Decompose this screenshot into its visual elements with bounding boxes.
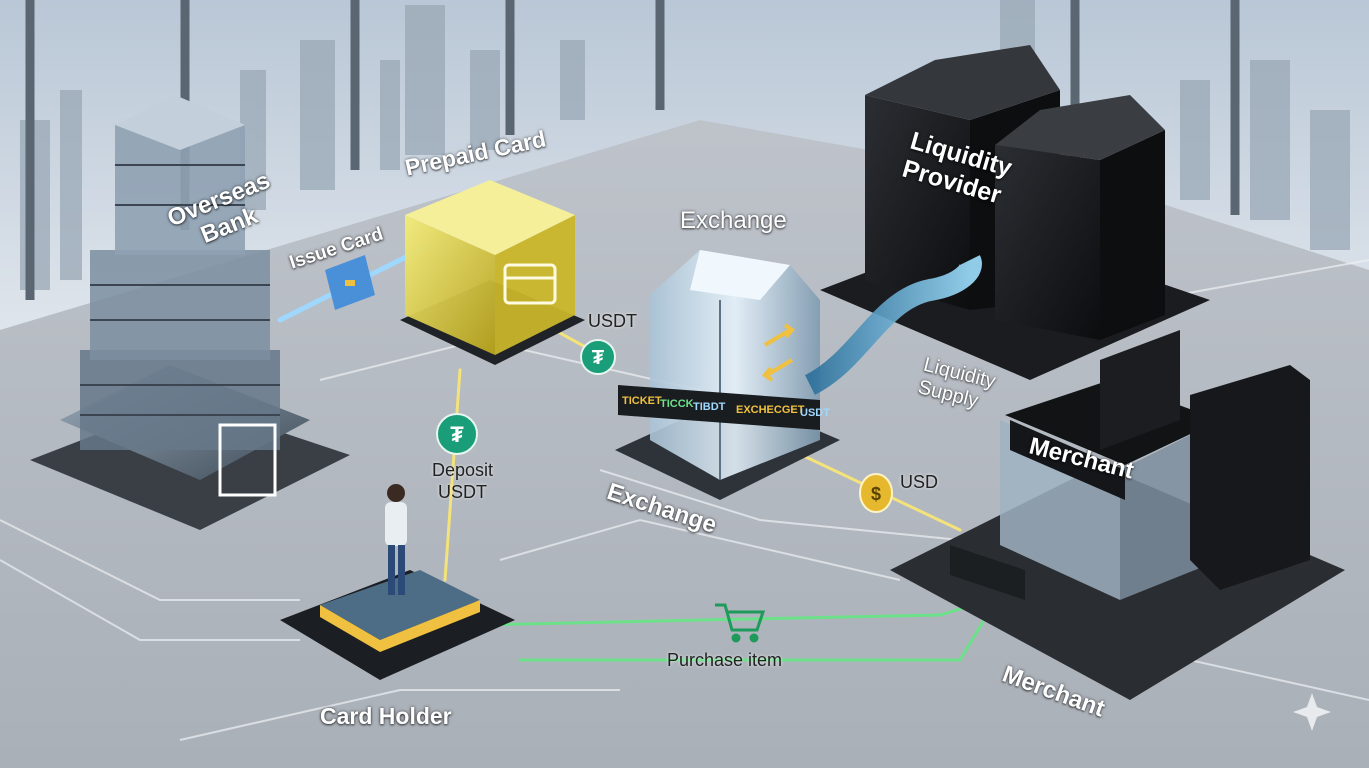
svg-text:₮: ₮ [450, 422, 464, 447]
usd-label: USD [900, 472, 938, 493]
deposit-usdt-line1: Deposit [432, 460, 493, 482]
ticker-item: USDT [800, 407, 830, 419]
svg-text:₮: ₮ [592, 347, 604, 369]
svg-text:$: $ [871, 484, 881, 504]
ticker-item: EXCHECGET [736, 404, 805, 416]
usd-coin-icon: $ [860, 474, 892, 512]
deposit-usdt-label: Deposit USDT [432, 460, 493, 503]
usdt-coin-icon-top: ₮ [581, 340, 615, 374]
usdt-label: USDT [588, 311, 637, 332]
ticker-item: TIBDT [693, 401, 726, 413]
exchange-top-label: Exchange [680, 207, 787, 235]
ticker-item: TICCK [660, 398, 694, 410]
purchase-item-label: Purchase item [667, 650, 782, 671]
ticker-item: TICKET [622, 395, 662, 407]
usdt-coin-icon-deposit: ₮ [437, 414, 477, 454]
deposit-usdt-line2: USDT [432, 482, 493, 504]
card-holder-label: Card Holder [320, 703, 452, 730]
